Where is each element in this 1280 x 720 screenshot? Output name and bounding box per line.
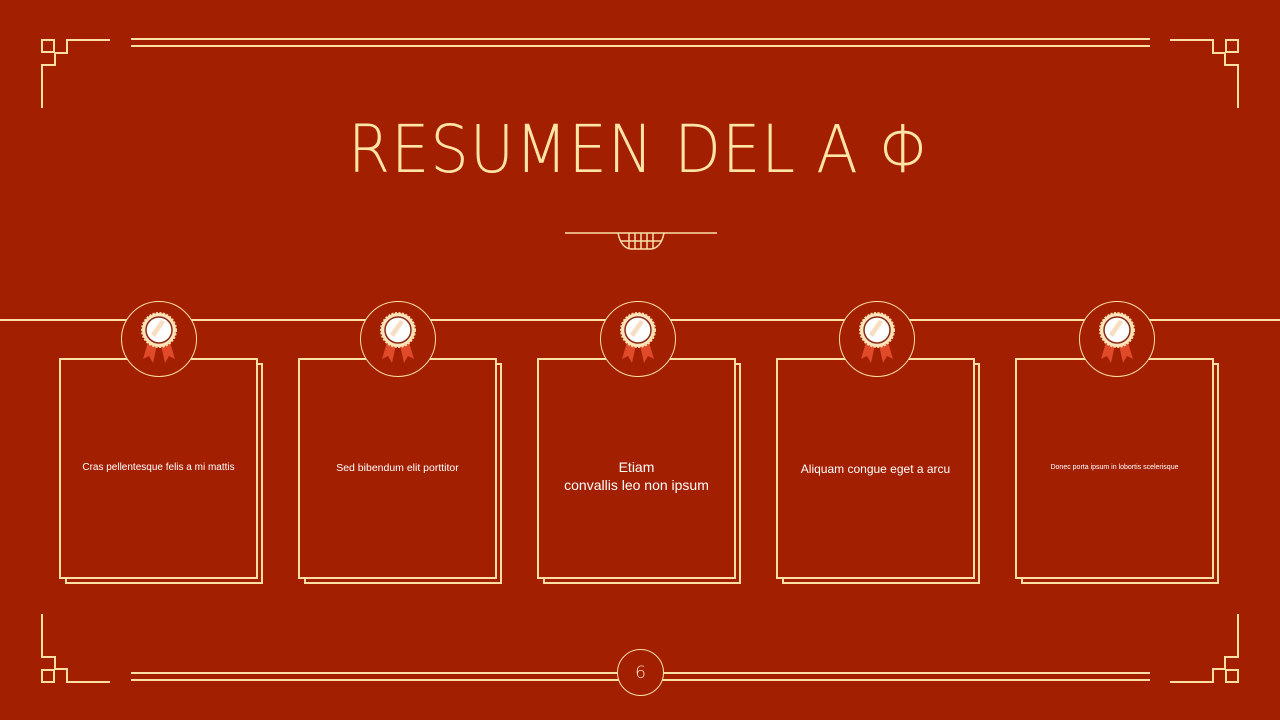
medal-circle-4: [839, 301, 915, 377]
card-face: Aliquam congue eget a arcu: [776, 358, 975, 579]
award-medal-icon: [858, 311, 895, 363]
medal-circle-1: [121, 301, 197, 377]
card-face: Sed bibendum elit porttitor: [298, 358, 497, 579]
card-face: Cras pellentesque felis a mi mattis: [59, 358, 258, 579]
card-face: Donec porta ipsum in lobortis scelerisqu…: [1015, 358, 1214, 579]
award-medal-icon: [140, 311, 177, 363]
card-5: Donec porta ipsum in lobortis scelerisqu…: [1015, 358, 1221, 584]
award-medal-icon: [1098, 311, 1135, 363]
top-border-line-2: [131, 45, 1150, 47]
corner-ornament-bottom-left: [41, 614, 110, 683]
award-medal-icon: [379, 311, 416, 363]
card-2: Sed bibendum elit porttitor: [298, 358, 504, 584]
card-text: Aliquam congue eget a arcu: [800, 462, 951, 476]
award-medal-icon: [619, 311, 656, 363]
medal-circle-3: [600, 301, 676, 377]
card-text: Etiam convallis leo non ipsum: [564, 458, 709, 494]
card-1: Cras pellentesque felis a mi mattis: [59, 358, 265, 584]
slide-title: RESUMEN DEL A Φ: [347, 111, 933, 188]
page-number: 6: [617, 649, 664, 696]
corner-ornament-top-right: [1170, 39, 1239, 108]
card-text-line-2: convallis leo non ipsum: [564, 477, 709, 493]
card-4: Aliquam congue eget a arcu: [776, 358, 982, 584]
corner-ornament-bottom-right: [1170, 614, 1239, 683]
medal-circle-5: [1079, 301, 1155, 377]
top-border-line-1: [131, 38, 1150, 40]
card-text: Donec porta ipsum in lobortis scelerisqu…: [1050, 464, 1179, 472]
card-text-line-1: Etiam: [618, 459, 655, 475]
card-3: Etiam convallis leo non ipsum: [537, 358, 743, 584]
card-text: Cras pellentesque felis a mi mattis: [82, 462, 235, 474]
corner-ornament-top-left: [41, 39, 110, 108]
title-divider-ornament: [565, 232, 717, 250]
card-face: Etiam convallis leo non ipsum: [537, 358, 736, 579]
card-text: Sed bibendum elit porttitor: [336, 461, 459, 474]
medal-circle-2: [360, 301, 436, 377]
